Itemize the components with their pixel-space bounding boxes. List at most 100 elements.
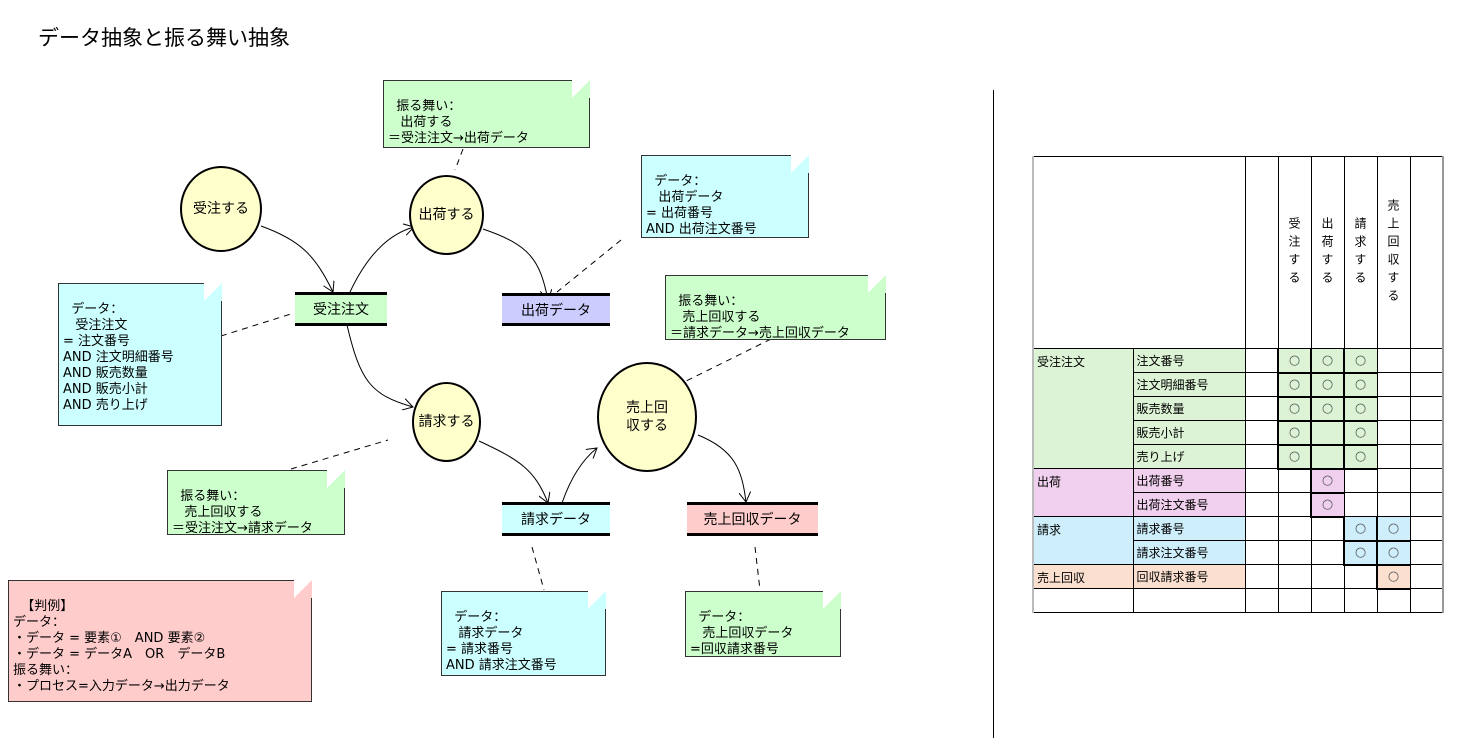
matrix-row: 販売数量○○○ — [1033, 395, 1444, 422]
matrix-cell — [1409, 420, 1444, 445]
matrix-item-label: 売り上げ — [1132, 444, 1246, 469]
matrix-cell — [1244, 564, 1279, 589]
matrix-cell — [1244, 444, 1279, 469]
page-title: データ抽象と振る舞い抽象 — [38, 26, 290, 50]
matrix-cell — [1310, 540, 1345, 565]
matrix-cell — [1376, 348, 1411, 373]
note-data-bill: データ： 請求データ = 請求番号 AND 請求注文番号 — [441, 591, 606, 676]
matrix-cell: ○ — [1277, 443, 1312, 470]
matrix-row: 売り上げ ○ ○ — [1033, 443, 1444, 470]
matrix-cell — [1310, 443, 1345, 470]
matrix-cell: ○ — [1376, 539, 1411, 566]
process-bill[interactable]: 請求する — [412, 382, 481, 462]
store-label: 受注注文 — [313, 302, 369, 318]
note-link-data-collect — [754, 546, 761, 591]
matrix-cell — [1244, 348, 1279, 373]
process-label: 出荷する — [418, 207, 475, 223]
store-collection[interactable]: 売上回収データ — [687, 502, 818, 536]
matrix-row: 出荷出荷番号○ — [1032, 467, 1444, 517]
note-data-collect: データ： 売上回収データ =回収請求番号 — [685, 591, 841, 657]
check-circle-icon: ○ — [1321, 473, 1334, 488]
process-receive-order[interactable]: 受注する — [180, 166, 262, 252]
matrix-cell: ○ — [1310, 395, 1345, 422]
matrix-cell — [1310, 564, 1345, 589]
check-circle-icon: ○ — [1387, 569, 1400, 584]
matrix-item-label: 注文番号 — [1132, 348, 1246, 373]
matrix-cell: ○ — [1310, 347, 1345, 374]
section-divider — [993, 90, 994, 738]
process-collect-sales[interactable]: 売上回 収する — [597, 362, 697, 472]
matrix-cell — [1277, 516, 1312, 541]
column-label: 請求する — [1353, 216, 1367, 289]
note-behavior-ship: 振る舞い： 出荷する ＝受注注文→出荷データ — [383, 80, 590, 148]
matrix-cell: ○ — [1310, 467, 1345, 494]
store-label: 請求データ — [521, 512, 591, 528]
check-circle-icon: ○ — [1354, 521, 1367, 536]
matrix-row: 請求請求番号○○ — [1032, 515, 1444, 565]
note-text: 振る舞い： 売上回収する ＝受注注文→請求データ — [172, 489, 313, 536]
matrix-group-label: 受注注文 — [1032, 348, 1134, 469]
check-circle-icon: ○ — [1354, 401, 1367, 416]
process-ship[interactable]: 出荷する — [409, 175, 484, 255]
check-circle-icon: ○ — [1288, 425, 1301, 440]
note-link-behavior-ship — [454, 148, 464, 171]
matrix-cell — [1376, 444, 1411, 469]
matrix-cell — [1376, 372, 1411, 397]
matrix-corner — [1032, 156, 1246, 349]
matrix-item-label: 請求注文番号 — [1132, 540, 1246, 565]
matrix-empty-row — [1032, 588, 1444, 613]
matrix-column-header: 出荷する — [1310, 156, 1345, 349]
matrix-header-row: 受注する出荷する請求する 売上回収する — [1032, 156, 1444, 349]
matrix-cell — [1343, 492, 1378, 517]
matrix-column-header: 受注する — [1277, 156, 1312, 349]
matrix-cell — [1409, 468, 1444, 493]
matrix-cell — [1244, 372, 1279, 397]
note-behavior-bill: 振る舞い： 売上回収する ＝受注注文→請求データ — [167, 470, 345, 536]
matrix-row: 受注注文注文番号 ○ ○ ○ — [1032, 347, 1444, 469]
note-legend: 【判例】 データ： ・データ = 要素① AND 要素② ・データ = データA… — [8, 580, 312, 702]
check-circle-icon: ○ — [1288, 353, 1301, 368]
matrix-cell — [1409, 540, 1444, 565]
note-text: 振る舞い： 売上回収する ＝請求データ→売上回収データ — [670, 294, 850, 341]
matrix-cell — [1376, 492, 1411, 517]
matrix-column-header: 請求する — [1343, 156, 1378, 349]
matrix-cell — [1244, 516, 1279, 541]
matrix-cell — [1376, 420, 1411, 445]
matrix-cell — [1244, 468, 1279, 493]
check-circle-icon: ○ — [1354, 425, 1367, 440]
matrix-cell — [1277, 492, 1312, 517]
matrix-cell: ○ — [1376, 563, 1411, 590]
flow-order-to-bill — [346, 324, 413, 407]
check-circle-icon: ○ — [1288, 377, 1301, 392]
note-text: データ： 受注注文 = 注文番号 AND 注文明細番号 AND 販売数量 AND… — [63, 302, 174, 413]
check-circle-icon: ○ — [1321, 401, 1334, 416]
matrix-cell — [1409, 396, 1444, 421]
check-circle-icon: ○ — [1354, 545, 1367, 560]
store-label: 出荷データ — [521, 302, 591, 319]
store-billing[interactable]: 請求データ — [502, 502, 610, 536]
matrix-cell — [1277, 564, 1312, 589]
store-order[interactable]: 受注注文 — [295, 292, 387, 326]
matrix-cell: ○ — [1277, 395, 1312, 422]
check-circle-icon: ○ — [1354, 377, 1367, 392]
note-link-data-order — [220, 312, 295, 337]
process-label: 売上回 収する — [626, 400, 668, 434]
matrix-cell: ○ — [1277, 347, 1312, 374]
matrix-cell: ○ — [1343, 443, 1378, 470]
matrix-cell — [1376, 468, 1411, 493]
store-shipment[interactable]: 出荷データ — [502, 293, 610, 326]
column-label: 売上回収する — [1386, 198, 1400, 307]
matrix-blank-col — [1244, 156, 1279, 349]
matrix-cell — [1343, 564, 1378, 589]
matrix-cell — [1244, 540, 1279, 565]
matrix-cell: ○ — [1343, 539, 1378, 566]
matrix-cell: ○ — [1277, 371, 1312, 398]
matrix-item-label: 請求番号 — [1132, 516, 1246, 541]
matrix-cell — [1244, 396, 1279, 421]
check-circle-icon: ○ — [1354, 353, 1367, 368]
flow-collect-to-collectdata — [697, 434, 746, 502]
note-fold-icon — [791, 155, 809, 173]
matrix-cell — [1132, 588, 1246, 613]
matrix-cell — [1244, 588, 1279, 613]
note-behavior-collect: 振る舞い： 売上回収する ＝請求データ→売上回収データ — [665, 275, 886, 341]
